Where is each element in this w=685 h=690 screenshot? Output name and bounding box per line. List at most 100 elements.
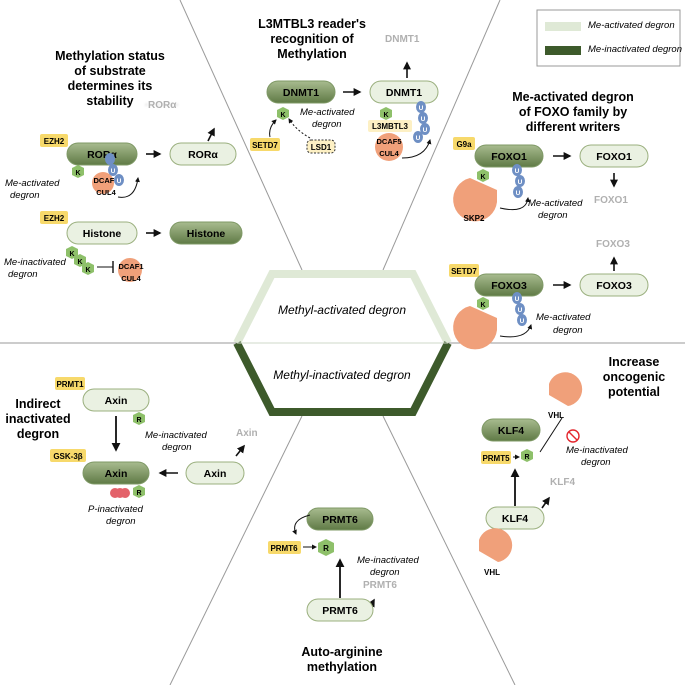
panel-title-line: inactivated (5, 412, 70, 426)
degraded-protein: PRMT6 (363, 580, 397, 591)
panel-title-line: Me-activated degron (512, 90, 634, 104)
panel-title-line: Auto-arginine (301, 645, 382, 659)
divider-line (382, 415, 516, 686)
prohibited-icon-slash (568, 431, 578, 441)
vhl-pacman (549, 372, 583, 406)
ubiquitin (420, 123, 430, 135)
protein-box (579, 144, 649, 168)
residue-label: K (77, 259, 82, 266)
residue-label: K (480, 302, 485, 309)
ubiquitin-label: U (423, 127, 428, 134)
methyl-arginine-hexagon (521, 449, 533, 462)
legend: Me-activated degron Me-inactivated degro… (536, 9, 682, 67)
writer-badge (268, 541, 301, 554)
panel-bottom-center: PRMT6 PRMT6 R Me-inactivated degron PRMT… (268, 507, 419, 674)
ubiquitin (515, 303, 525, 315)
ubiquitin (515, 175, 525, 187)
annotation: Me-activated (300, 107, 355, 118)
residue-label: K (480, 174, 485, 181)
e3-ligase (375, 133, 403, 161)
methyl-arginine-hexagon (133, 412, 145, 425)
writer-label: EZH2 (44, 137, 65, 146)
protein-box (369, 80, 439, 104)
writer-label: SETD7 (451, 267, 477, 276)
panel-top-left: Methylation status of substrate determin… (4, 49, 243, 283)
writer-badge (250, 138, 280, 151)
panel-bottom-right: Increase oncogenic potential VHL Me-inac… (479, 355, 665, 577)
writer-label: GSK-3β (53, 452, 82, 461)
blocked-binding-line (539, 417, 563, 453)
annotation: degron (106, 516, 136, 527)
panel-title-line: Methylation status (55, 49, 165, 63)
protein-box (169, 142, 237, 166)
degraded-protein: KLF4 (550, 477, 575, 488)
protein-label: PRMT6 (322, 605, 358, 617)
writer-badge (481, 451, 511, 464)
automethylation-arrow (292, 514, 311, 535)
ubiquitin-label: U (518, 179, 523, 186)
vhl-pacman (479, 528, 513, 562)
methyl-lysine-hexagon (82, 262, 94, 275)
residue-label: R (136, 490, 141, 497)
demethylation-arrow (288, 118, 311, 139)
protein-box (82, 461, 150, 485)
eraser-badge (306, 139, 336, 154)
ubiquitin-label: U (419, 105, 424, 112)
writer-label: SETD7 (252, 141, 278, 150)
legend-box (536, 9, 681, 67)
writer-badge (453, 137, 475, 150)
panel-top-right: Me-activated degron of FOXO family by di… (449, 90, 649, 350)
methyl-lysine-hexagon (72, 165, 84, 178)
writer-label: PRMT1 (56, 380, 84, 389)
methyl-arginine-hexagon (318, 539, 334, 556)
panel-bottom-left: Indirect inactivated degron PRMT1 Axin R… (5, 377, 258, 527)
writer-badge (55, 377, 85, 390)
annotation: degron (312, 119, 342, 130)
annotation: Me-activated (536, 312, 591, 323)
writer-label: G9a (456, 140, 472, 149)
ubiquitin (114, 174, 124, 186)
skp2-pacman (453, 178, 497, 222)
ubiquitin-label: U (117, 178, 122, 185)
protein-box (185, 461, 245, 485)
protein-box (474, 273, 544, 297)
e3-label: DCAF5 (376, 137, 401, 146)
protein-box (66, 142, 138, 166)
protein-label: Axin (105, 395, 128, 407)
writer-badge (40, 211, 68, 224)
writer-badge (449, 264, 479, 277)
ubiquitin (512, 164, 522, 176)
annotation: degron (370, 567, 400, 578)
protein-label: DNMT1 (283, 87, 319, 99)
arrow (541, 496, 550, 509)
reader-badge (368, 120, 412, 132)
ubiquitin (105, 153, 115, 165)
annotation: degron (538, 210, 568, 221)
ubiquitin (513, 186, 523, 198)
residue-label: K (280, 112, 285, 119)
ubiquitin-label: U (516, 190, 521, 197)
panel-title-line: methylation (307, 660, 377, 674)
e3-label: CUL4 (379, 149, 399, 158)
protein-label: Histone (83, 228, 122, 240)
protein-label: KLF4 (502, 513, 528, 525)
panel-title-line: recognition of (270, 32, 354, 46)
degraded-protein: RORα (148, 100, 177, 111)
protein-box (306, 598, 374, 622)
panel-title-line: L3MTBL3 reader's (258, 17, 366, 31)
ubiquitin-label: U (515, 296, 520, 303)
protein-box (481, 418, 541, 442)
ubiquitin-label: U (111, 168, 116, 175)
annotation: degron (10, 190, 40, 201)
protein-label: KLF4 (498, 425, 524, 437)
ubiquitination-arrow (401, 139, 432, 159)
center-hexagon: Methyl-activated degron Methyl-inactivat… (233, 270, 452, 416)
panel-title-line: determines its (68, 79, 153, 93)
methyl-lysine-hexagon (277, 107, 289, 120)
panel-title-line: potential (608, 385, 660, 399)
annotation: Me-inactivated (145, 430, 207, 441)
writer-label: PRMT5 (482, 454, 510, 463)
protein-box (169, 221, 243, 245)
